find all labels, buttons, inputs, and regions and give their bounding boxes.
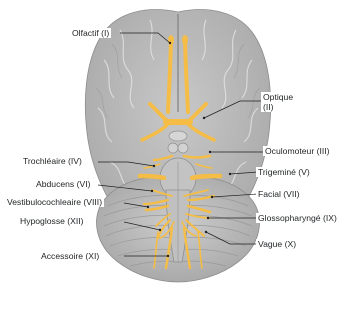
label-vague: Vague (X) bbox=[256, 239, 298, 249]
label-abducens: Abducens (VI) bbox=[34, 179, 92, 189]
trigeminal-right bbox=[192, 176, 220, 178]
label-olfactif: Olfactif (I) bbox=[70, 28, 111, 38]
label-trijumeau: Trigeminé (V) bbox=[256, 167, 312, 177]
label-oculomoteur: Oculomoteur (III) bbox=[263, 146, 331, 156]
label-facial: Facial (VII) bbox=[256, 189, 302, 199]
label-optique-line1: Optique bbox=[263, 92, 293, 102]
label-optique: Optique (II) bbox=[261, 92, 295, 112]
label-glossopharyngien: Glossopharyngé (IX) bbox=[256, 213, 339, 223]
label-trochleaire: Trochléaire (IV) bbox=[21, 156, 84, 166]
label-optique-line2: (II) bbox=[263, 102, 293, 112]
label-hypoglosse: Hypoglosse (XII) bbox=[18, 216, 86, 226]
label-vestibulocochleaire: Vestibulocochleaire (VIII) bbox=[5, 197, 104, 207]
trigeminal-left bbox=[140, 176, 164, 178]
oculomotor-right bbox=[184, 156, 210, 158]
label-accessoire: Accessoire (XI) bbox=[39, 251, 101, 261]
